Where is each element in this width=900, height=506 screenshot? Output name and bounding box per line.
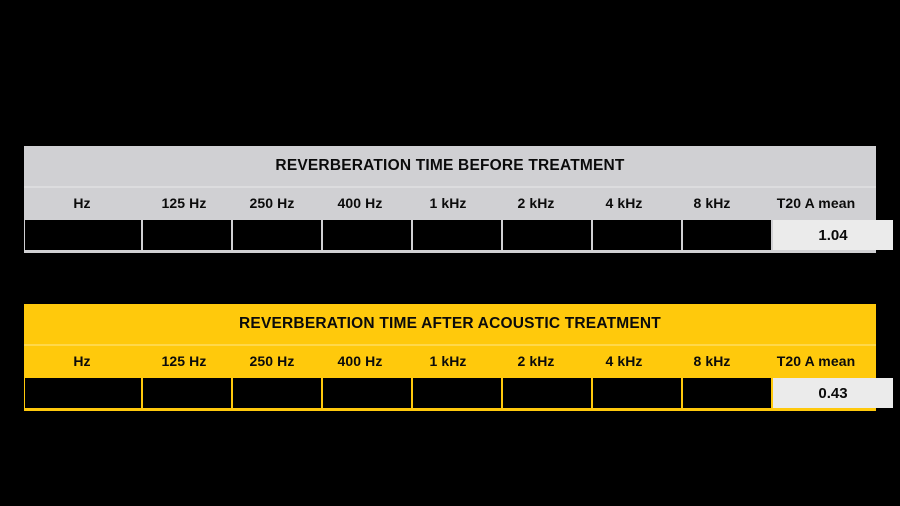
after-header-8khz: 8 kHz — [693, 353, 731, 369]
before-value-hz — [25, 220, 141, 250]
before-header-4khz: 4 kHz — [605, 195, 643, 211]
after-value-1khz — [413, 378, 501, 408]
after-header-125hz: 125 Hz — [161, 353, 207, 369]
before-value-125hz — [143, 220, 231, 250]
before-header-8khz: 8 kHz — [693, 195, 731, 211]
before-value-1khz — [413, 220, 501, 250]
after-value-125hz — [143, 378, 231, 408]
after-title-separator — [24, 344, 876, 346]
after-value-250hz — [233, 378, 321, 408]
after-header-2khz: 2 kHz — [517, 353, 555, 369]
after-value-400hz — [323, 378, 411, 408]
after-header-t20-a-mean: T20 A mean — [776, 353, 856, 369]
before-value-t20-a-mean: 1.04 — [773, 220, 893, 250]
after-header-1khz: 1 kHz — [429, 353, 467, 369]
before-value-4khz — [593, 220, 681, 250]
before-header-row: Hz 125 Hz 250 Hz 400 Hz 1 kHz 2 kHz 4 kH… — [24, 188, 876, 218]
after-header-hz: Hz — [73, 353, 91, 369]
before-value-400hz — [323, 220, 411, 250]
reverberation-before-table: REVERBERATION TIME BEFORE TREATMENT Hz 1… — [24, 146, 893, 253]
after-value-hz — [25, 378, 141, 408]
after-header-4khz: 4 kHz — [605, 353, 643, 369]
after-value-2khz — [503, 378, 591, 408]
before-value-250hz — [233, 220, 321, 250]
before-header-t20-a-mean: T20 A mean — [776, 195, 856, 211]
before-header-1khz: 1 kHz — [429, 195, 467, 211]
after-header-row: Hz 125 Hz 250 Hz 400 Hz 1 kHz 2 kHz 4 kH… — [24, 346, 876, 376]
before-value-8khz — [683, 220, 771, 250]
after-value-8khz — [683, 378, 771, 408]
before-header-250hz: 250 Hz — [249, 195, 295, 211]
after-table-title: REVERBERATION TIME AFTER ACOUSTIC TREATM… — [24, 304, 876, 344]
before-value-2khz — [503, 220, 591, 250]
after-header-400hz: 400 Hz — [337, 353, 383, 369]
before-data-row: 1.04 — [24, 218, 893, 253]
before-title-separator — [24, 186, 876, 188]
before-header-400hz: 400 Hz — [337, 195, 383, 211]
after-data-row: 0.43 — [24, 376, 893, 411]
after-header-250hz: 250 Hz — [249, 353, 295, 369]
before-header-125hz: 125 Hz — [161, 195, 207, 211]
before-header-hz: Hz — [73, 195, 91, 211]
reverberation-after-table: REVERBERATION TIME AFTER ACOUSTIC TREATM… — [24, 304, 893, 411]
after-value-t20-a-mean: 0.43 — [773, 378, 893, 408]
after-value-4khz — [593, 378, 681, 408]
before-header-2khz: 2 kHz — [517, 195, 555, 211]
before-table-title: REVERBERATION TIME BEFORE TREATMENT — [24, 146, 876, 186]
